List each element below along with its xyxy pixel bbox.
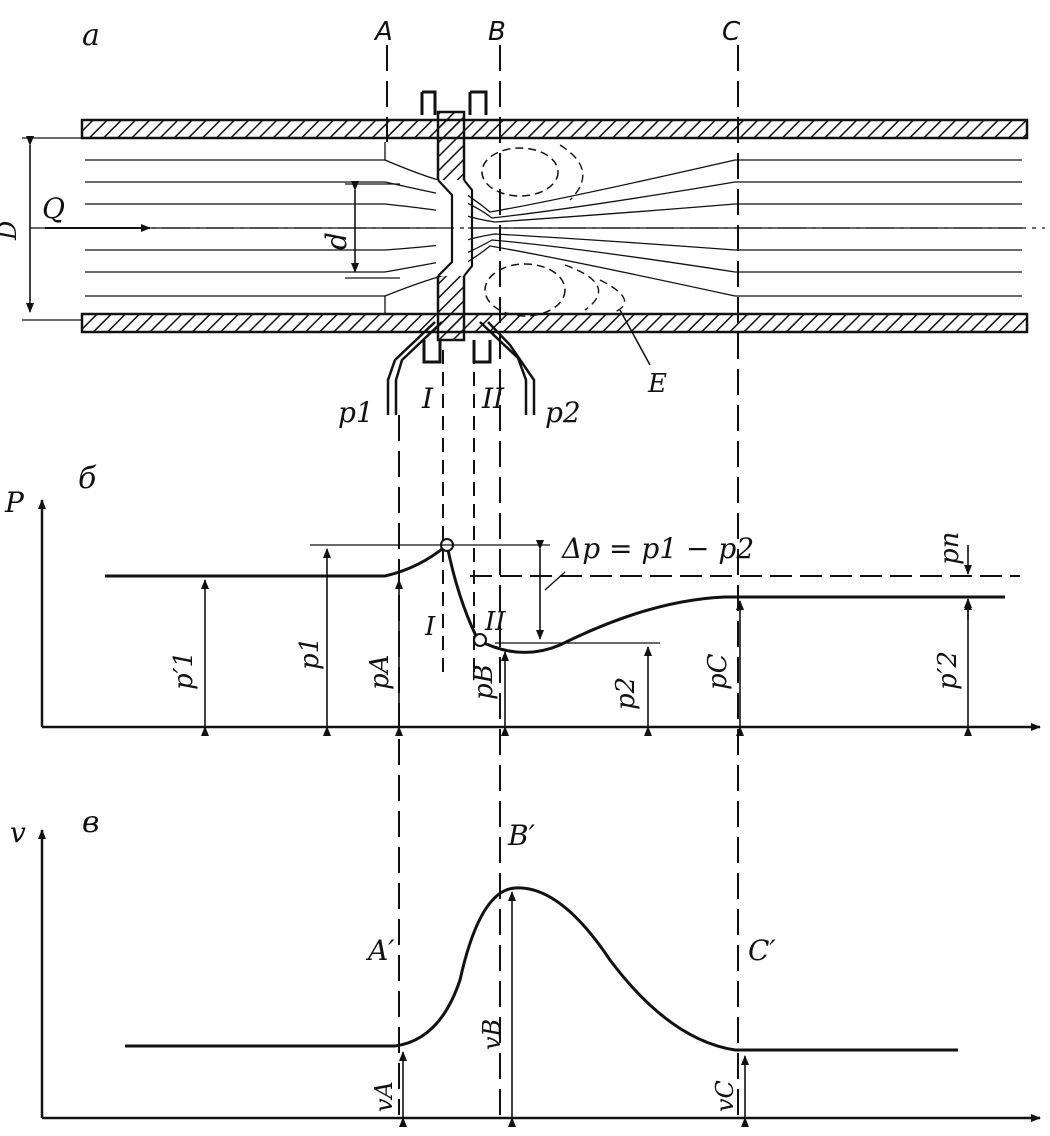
section-C-label: C — [722, 17, 741, 47]
panel-a-label: а — [82, 18, 100, 53]
section-A-label: A — [373, 17, 393, 47]
flow-Q-label: Q — [42, 192, 65, 225]
velocity-graph — [38, 829, 1041, 1127]
section-lines — [386, 45, 739, 1115]
tap-p2-label: p2 — [545, 396, 581, 429]
pn-label: pп — [935, 532, 965, 565]
pipe-D-label: D — [0, 221, 22, 241]
vC-label: vC — [711, 1080, 739, 1112]
p1-label: p1 — [295, 637, 325, 670]
pressure-axis-label: P — [4, 486, 25, 519]
pipe-top-wall — [80, 118, 1029, 140]
vB-label: vB — [478, 1019, 506, 1050]
pipe-bottom-wall — [80, 312, 1029, 334]
panel-v-label: в — [82, 805, 99, 840]
velocity-curve — [125, 886, 958, 1052]
B-prime-label: B′ — [507, 819, 536, 852]
tap-p1-label: p1 — [338, 396, 374, 429]
pipe-section — [22, 90, 1045, 415]
orifice-d-label: d — [320, 232, 353, 250]
pB-label: pB — [469, 664, 499, 700]
pressure-graph — [38, 499, 1041, 736]
pressure-II-label: II — [484, 607, 506, 637]
delta-p-formula: Δp = p1 − p2 — [561, 532, 754, 565]
tap-II-label: II — [481, 382, 505, 415]
eddy-E-label: E — [647, 369, 667, 399]
tap-I-label: I — [421, 382, 434, 415]
A-prime-label: A′ — [365, 934, 395, 967]
pressure-I-label: I — [424, 612, 436, 642]
pressure-curve — [105, 542, 1005, 654]
pC-label: pC — [703, 653, 733, 690]
p2-label: p2 — [611, 677, 641, 710]
pressure-point-II — [473, 633, 487, 647]
vA-label: vA — [370, 1081, 398, 1112]
pA-label: pA — [365, 655, 395, 690]
p1-prime-label: p′1 — [169, 651, 199, 690]
velocity-axis-label: v — [10, 816, 26, 849]
p2-prime-label: p′2 — [933, 651, 963, 690]
section-B-label: B — [488, 17, 506, 47]
C-prime-label: C′ — [748, 934, 776, 967]
panel-b-label: б — [78, 461, 97, 496]
